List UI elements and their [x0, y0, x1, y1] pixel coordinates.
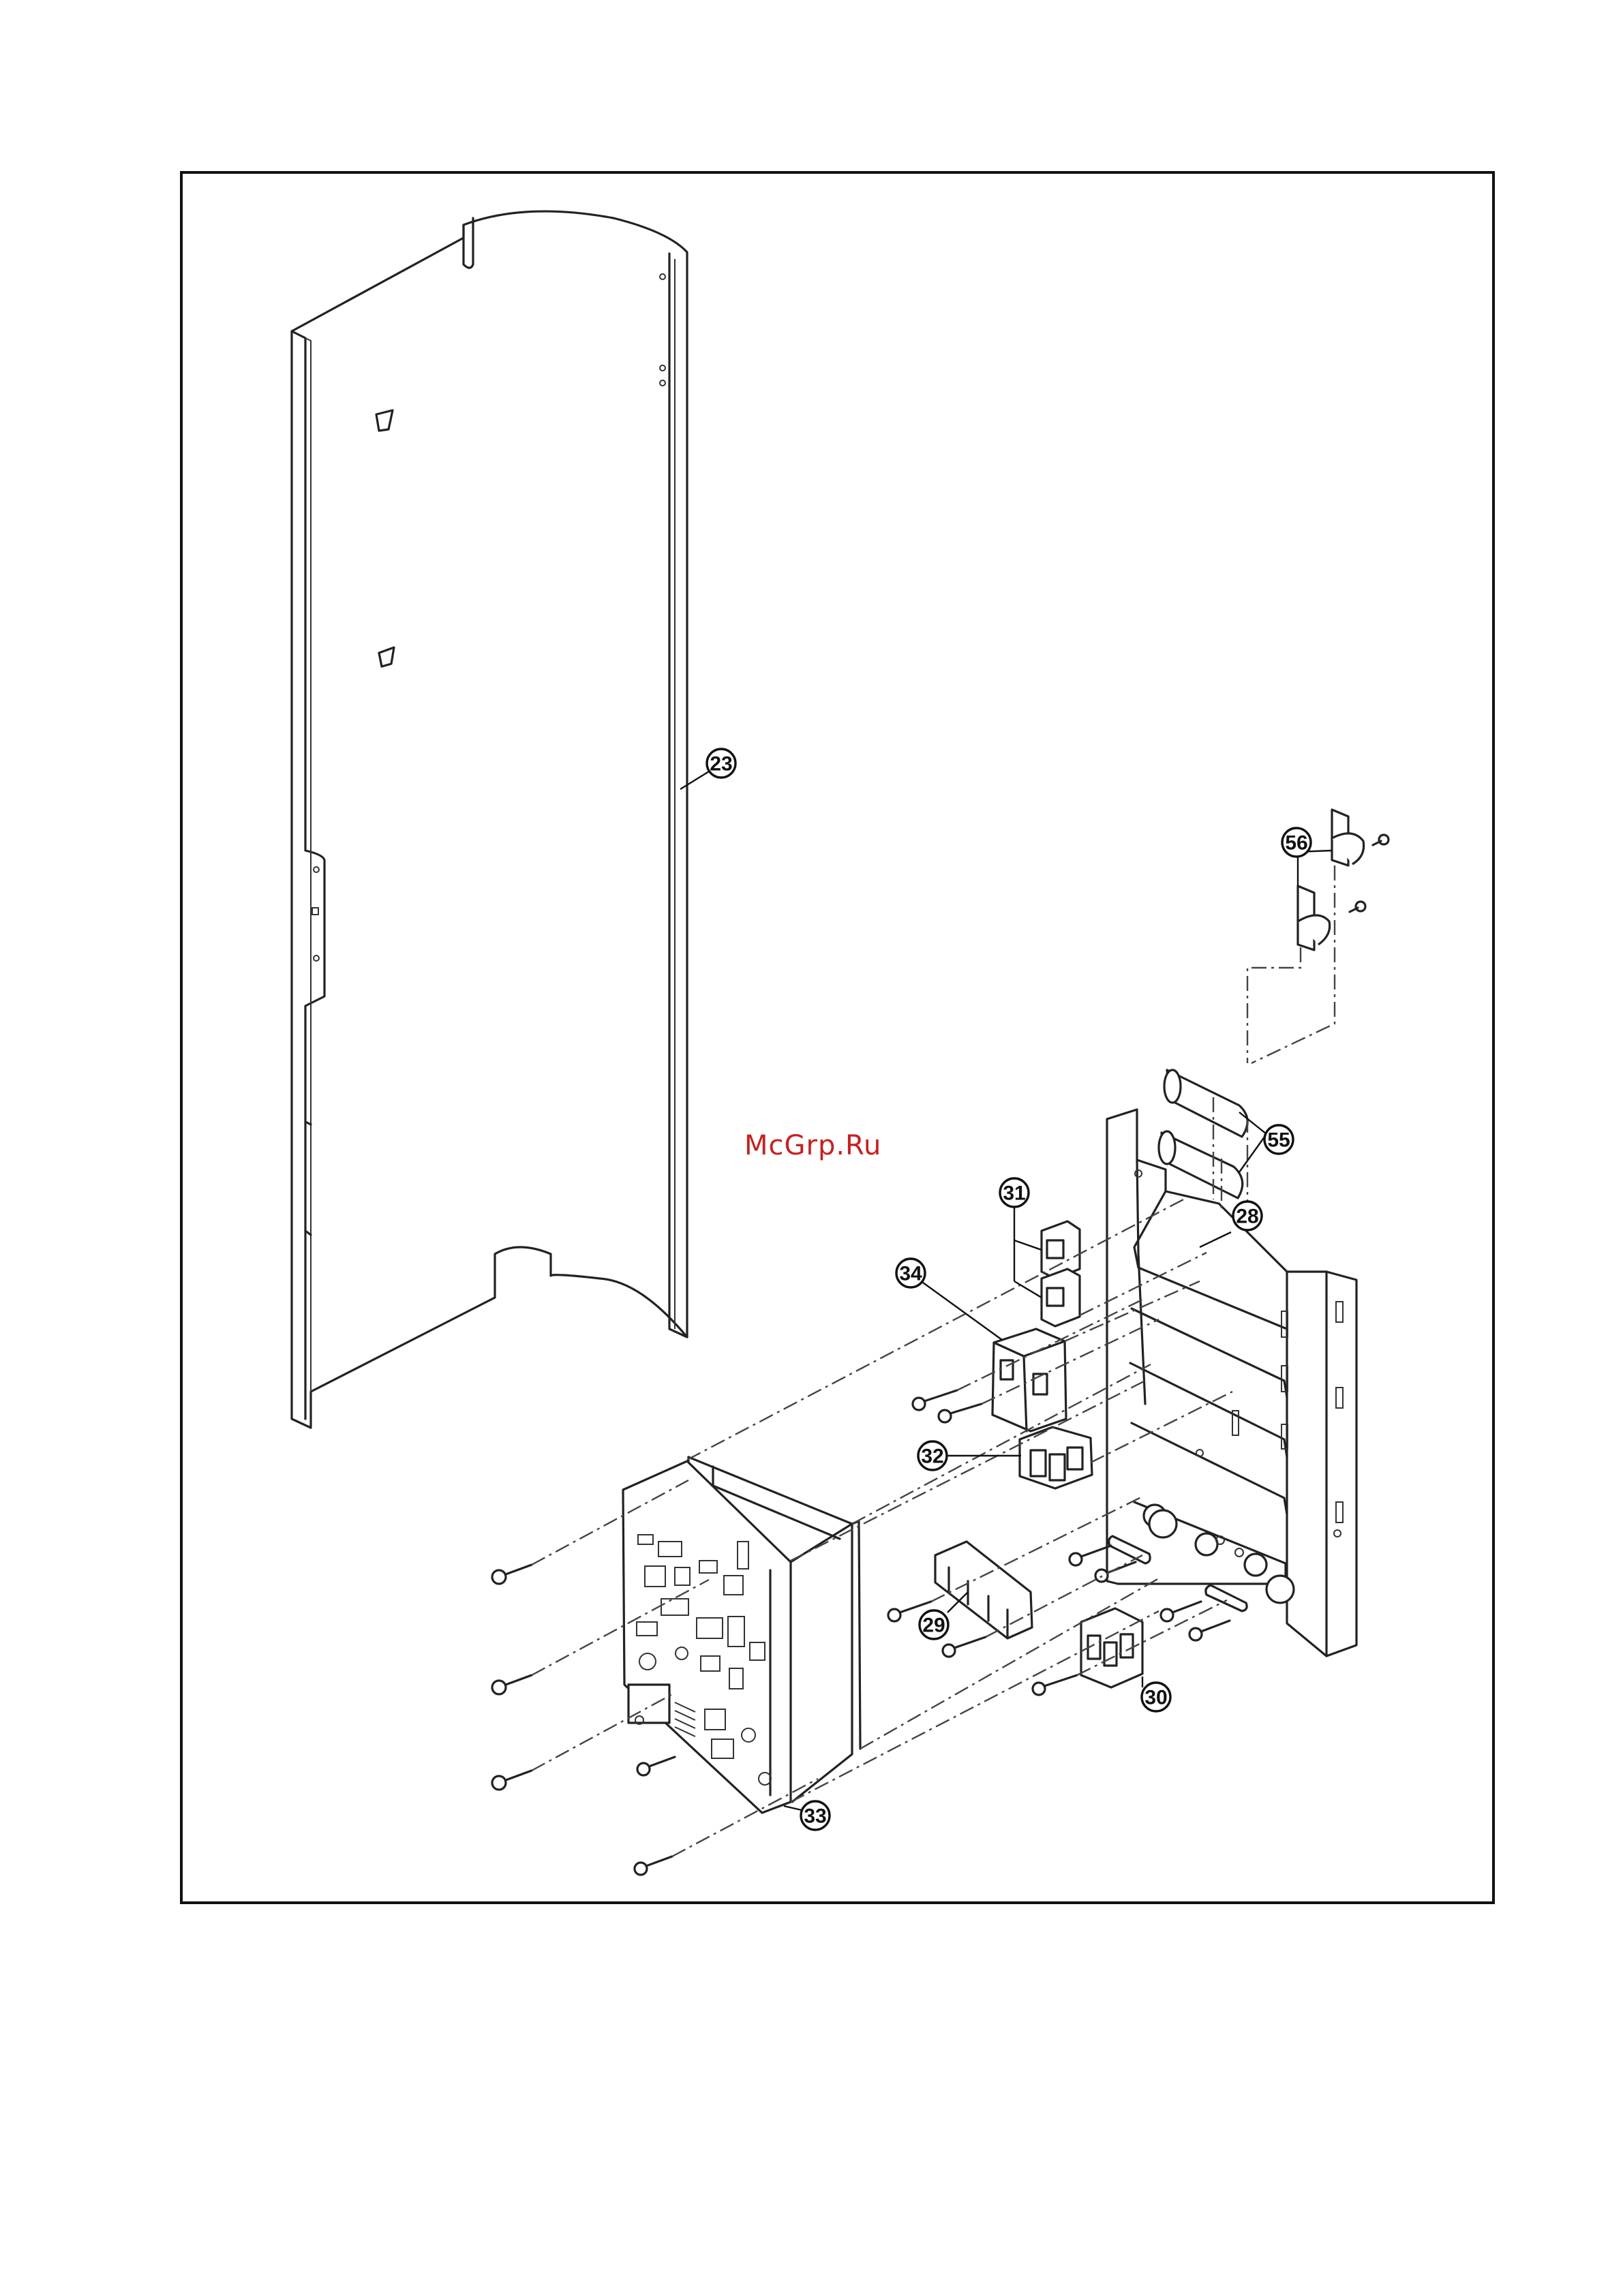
capacitor-part [1159, 1070, 1247, 1198]
relay-part-32 [1020, 1427, 1092, 1488]
callout-34-label: 34 [899, 1263, 922, 1285]
callout-33: 33 [784, 1801, 830, 1830]
callout-32-label: 32 [921, 1445, 943, 1468]
callout-55-label: 55 [1267, 1129, 1290, 1152]
callout-29: 29 [920, 1592, 968, 1639]
callout-31-label: 31 [1003, 1182, 1025, 1205]
callout-29-label: 29 [922, 1614, 945, 1637]
callout-34: 34 [896, 1259, 1002, 1340]
callout-23-label: 23 [710, 753, 732, 776]
callout-32: 32 [918, 1441, 1021, 1470]
side-panel-part [292, 211, 687, 1428]
callout-56-label: 56 [1285, 832, 1307, 855]
terminal-block-part-30 [1033, 1546, 1230, 1695]
callout-23: 23 [680, 749, 735, 789]
callout-31: 31 [1000, 1178, 1042, 1298]
callout-56: 56 [1282, 828, 1332, 886]
callout-28: 28 [1200, 1201, 1262, 1247]
diagram-frame [181, 172, 1493, 1903]
relay-bracket-part [913, 1329, 1066, 1431]
clamp-bracket-part [1298, 810, 1389, 950]
callout-30-label: 30 [1144, 1687, 1167, 1709]
callout-33-label: 33 [804, 1805, 826, 1828]
callout-30: 30 [1142, 1677, 1170, 1711]
terminal-block-part-31 [1042, 1221, 1080, 1326]
callout-28-label: 28 [1236, 1206, 1258, 1228]
watermark-text: McGrp.Ru [744, 1130, 881, 1161]
